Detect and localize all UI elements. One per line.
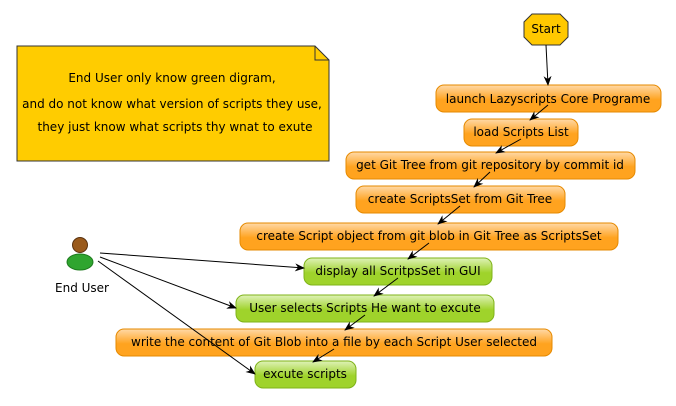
activity-label: create ScriptsSet from Git Tree <box>368 192 552 206</box>
arrow-user-to-display <box>99 252 305 272</box>
activity-label: load Scripts List <box>473 125 569 139</box>
activity-box <box>463 118 579 147</box>
activity-4: create Script object from git blob in Gi… <box>239 222 619 251</box>
activity-label: excute scripts <box>263 367 347 381</box>
start-label: Start <box>531 22 561 36</box>
arrow-user-to-select <box>99 256 237 309</box>
activity-5: display all ScritpsSet in GUI <box>303 257 493 286</box>
end-user-label: End User <box>55 281 109 295</box>
activity-8: excute scripts <box>254 360 357 389</box>
activity-label: User selects Scripts He want to excute <box>249 301 481 315</box>
start-node: Start <box>523 13 569 46</box>
flow-arrows <box>312 44 552 363</box>
arrow-display-to-select <box>373 277 399 297</box>
activity-7: write the content of Git Blob into a fil… <box>115 328 553 357</box>
user-icon <box>66 237 94 271</box>
activity-box <box>355 185 566 214</box>
note: End User only know green digram, and do … <box>16 45 330 162</box>
arrow-scriptobj-to-display <box>407 242 430 260</box>
activity-label: write the content of Git Blob into a fil… <box>131 335 537 349</box>
actor-arrows <box>97 252 305 375</box>
activity-box <box>303 257 493 286</box>
note-line-2: and do not know what version of scripts … <box>22 97 322 111</box>
note-shape <box>16 45 330 162</box>
activity-box <box>345 151 636 180</box>
activity-3: create ScriptsSet from Git Tree <box>355 185 566 214</box>
arrow-gettree-to-create <box>473 171 491 188</box>
end-user-actor: End User <box>55 237 109 295</box>
note-line-1: End User only know green digram, <box>68 71 275 85</box>
activity-box <box>115 328 553 357</box>
activity-0: launch Lazyscripts Core Programe <box>435 84 662 113</box>
start-shape <box>523 13 569 46</box>
activity-label: create Script object from git blob in Gi… <box>256 229 601 243</box>
arrow-user-to-execute <box>97 260 256 375</box>
arrow-write-to-execute <box>312 348 335 363</box>
note-fold <box>314 46 329 61</box>
activity-box <box>239 222 619 251</box>
activity-label: get Git Tree from git repository by comm… <box>356 158 624 172</box>
arrow-load-to-gettree <box>495 138 522 154</box>
arrow-launch-to-load <box>529 104 549 121</box>
arrow-start-to-launch <box>543 44 552 86</box>
arrow-select-to-write <box>344 314 366 331</box>
activity-1: load Scripts List <box>463 118 579 147</box>
activity-label: launch Lazyscripts Core Programe <box>446 92 650 106</box>
activity-6: User selects Scripts He want to excute <box>235 294 495 323</box>
note-line-3: they just know what scripts thy wnat to … <box>38 120 313 134</box>
activity-2: get Git Tree from git repository by comm… <box>345 151 636 180</box>
activity-label: display all ScritpsSet in GUI <box>315 264 480 278</box>
arrow-create-to-scriptobj <box>437 205 461 225</box>
